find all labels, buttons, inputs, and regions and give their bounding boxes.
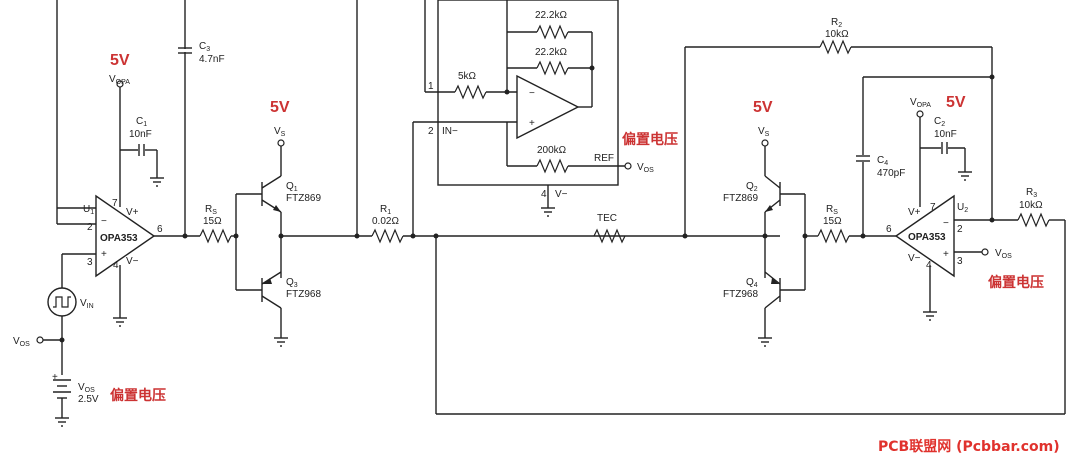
five-v-mid: 5V — [270, 99, 290, 116]
u1-vminus: V− — [126, 256, 139, 267]
ref-pin: REF — [594, 153, 614, 164]
tec-element — [435, 220, 1066, 415]
q4-part: FTZ968 — [723, 289, 758, 300]
right-driver — [682, 39, 1065, 347]
bias-label-right: 偏置电压 — [988, 274, 1044, 291]
r-22k-top: 22.2kΩ — [535, 10, 567, 21]
bias-label-left: 偏置电压 — [110, 387, 166, 404]
r2-value: 10kΩ — [825, 29, 849, 40]
left-driver — [36, 0, 685, 427]
u2-label: U2 — [957, 202, 968, 214]
q2-label: Q2 — [746, 181, 758, 193]
ina-vminus: V− — [555, 189, 568, 200]
u2-pin2: 2 — [957, 224, 963, 235]
q2-part: FTZ869 — [723, 193, 758, 204]
opamp-u1 — [95, 194, 156, 278]
c3-value: 4.7nF — [199, 54, 225, 65]
q1-label: Q1 — [286, 181, 298, 193]
u1-part: OPA353 — [100, 233, 138, 244]
labels: 5V 5V 5V 5V 偏置电压 偏置电压 偏置电压 VOPA C1 10nF … — [13, 10, 1060, 455]
r2-label: R2 — [831, 17, 842, 29]
vs-left: VS — [274, 126, 286, 138]
vin-label: VIN — [80, 298, 94, 310]
rs-label: RS — [205, 204, 217, 216]
ina-minus: − — [529, 88, 535, 99]
bias-label-mid: 偏置电压 — [622, 131, 678, 148]
c2-label: C2 — [934, 116, 945, 128]
u1-pin6: 6 — [157, 224, 163, 235]
u1-minus: − — [101, 216, 107, 227]
vopa-right: VOPA — [910, 97, 931, 109]
rs2-value: 15Ω — [823, 216, 842, 227]
pin2-ina: 2 — [428, 126, 434, 137]
vos-right: VOS — [995, 248, 1012, 260]
u2-part: OPA353 — [908, 232, 946, 243]
battery-vos: VOS — [78, 382, 95, 394]
five-v-right: 5V — [753, 99, 773, 116]
u2-plus: + — [943, 249, 949, 260]
diff-amp-box — [412, 0, 632, 236]
c1-label: C1 — [136, 116, 147, 128]
u2-vminus: V− — [908, 253, 921, 264]
c4-label: C4 — [877, 155, 888, 167]
r-200k: 200kΩ — [537, 145, 567, 156]
five-v-left: 5V — [110, 52, 130, 69]
tec-label: TEC — [597, 213, 617, 224]
u1-pin3: 3 — [87, 257, 93, 268]
r3-label: R3 — [1026, 187, 1037, 199]
in-minus: IN− — [442, 126, 458, 137]
q4-label: Q4 — [746, 277, 758, 289]
pin1: 1 — [428, 81, 434, 92]
r1-label: R1 — [380, 204, 391, 216]
opamp-u2 — [894, 194, 955, 278]
q3-part: FTZ968 — [286, 289, 321, 300]
battery-value: 2.5V — [78, 394, 99, 405]
u1-plus: + — [101, 249, 107, 260]
u1-pin2: 2 — [87, 222, 93, 233]
r1-value: 0.02Ω — [372, 216, 399, 227]
r3-value: 10kΩ — [1019, 200, 1043, 211]
c1-value: 10nF — [129, 129, 152, 140]
battery-plus: + — [52, 372, 58, 383]
vs-right: VS — [758, 126, 770, 138]
c4-value: 470pF — [877, 168, 905, 179]
vos-left: VOS — [13, 336, 30, 348]
u1-vplus: V+ — [126, 207, 139, 218]
u1-pin7: 7 — [112, 198, 118, 209]
u1-label: U1 — [83, 204, 94, 216]
five-v-far-right: 5V — [946, 94, 966, 111]
ina-plus: + — [529, 118, 535, 129]
watermark: PCB联盟网 (Pcbbar.com) — [878, 439, 1060, 455]
u2-minus: − — [943, 218, 949, 229]
u2-pin4: 4 — [926, 260, 932, 271]
u2-vplus: V+ — [908, 207, 921, 218]
c3-label: C3 — [199, 41, 210, 53]
vopa-left: VOPA — [109, 74, 130, 86]
ina-pin4: 4 — [541, 189, 547, 200]
u2-pin7: 7 — [930, 202, 936, 213]
rs2-label: RS — [826, 204, 838, 216]
r-22k-mid: 22.2kΩ — [535, 47, 567, 58]
c2-value: 10nF — [934, 129, 957, 140]
u1-pin4: 4 — [113, 260, 119, 271]
r-5k: 5kΩ — [458, 71, 477, 82]
rs-value: 15Ω — [203, 216, 222, 227]
u2-pin6: 6 — [886, 224, 892, 235]
q1-part: FTZ869 — [286, 193, 321, 204]
u2-pin3: 3 — [957, 256, 963, 267]
q3-label: Q3 — [286, 277, 298, 289]
vos-ina: VOS — [637, 162, 654, 174]
